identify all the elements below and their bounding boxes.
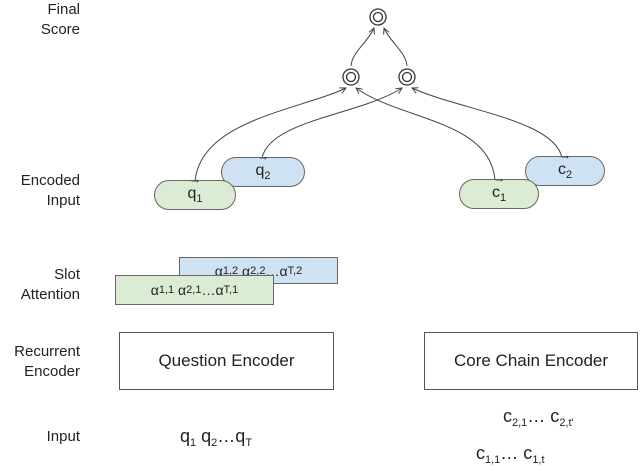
vector-sub: 1	[499, 192, 507, 204]
vector-sub: 2	[264, 170, 271, 182]
seq-sub: 1,t	[532, 454, 545, 466]
label-line: Input	[46, 428, 80, 445]
right-score-node	[398, 68, 416, 86]
vector-q1: q1	[187, 172, 203, 205]
label-line: Attention	[20, 286, 80, 303]
core-chain-input-sequence-2: c2,1… c2,t'	[503, 406, 574, 429]
label-line: Encoded	[20, 172, 80, 189]
vector-base: q	[187, 185, 197, 202]
att-token: α	[178, 282, 187, 298]
seq-sub: 2,1	[512, 417, 528, 429]
att-sub: 1,2	[222, 264, 239, 277]
seq-token: q	[180, 426, 191, 446]
label-line: Score	[40, 21, 80, 38]
seq-token: c	[503, 406, 512, 426]
att-sub: 1,1	[158, 284, 175, 296]
label-encoded-input: Encoded Input	[0, 171, 80, 211]
seq-token: c	[476, 443, 485, 463]
seq-token: …q	[217, 426, 246, 446]
question-input-sequence: q1 q2…qT	[180, 426, 252, 449]
encoded-q2-pill: q2	[221, 149, 305, 187]
edge-c2-to-right-node	[412, 88, 563, 159]
att-sub: T,1	[223, 284, 239, 296]
label-final-score: Final Score	[0, 0, 80, 40]
vector-c1: c1	[491, 171, 507, 204]
edge-left-node-to-final	[350, 28, 374, 67]
question-encoder-box: Question Encoder	[119, 332, 334, 390]
edge-right-node-to-final	[384, 28, 408, 67]
vector-sub: 1	[196, 193, 203, 205]
edge-q1-to-left-node	[194, 88, 346, 183]
label-recurrent-encoder: Recurrent Encoder	[0, 342, 80, 382]
encoded-q1-pill: q1	[154, 172, 236, 210]
seq-token: q	[201, 426, 212, 446]
att-token: …α	[201, 282, 224, 298]
label-input: Input	[0, 427, 80, 447]
label-line: Encoder	[24, 363, 80, 380]
seq-token: … c	[500, 443, 533, 463]
att-sub: T,2	[287, 264, 303, 277]
seq-sub: 1,1	[485, 454, 501, 466]
att-sub: 2,1	[186, 284, 202, 296]
final-score-node	[369, 8, 387, 26]
vector-base: c	[491, 184, 500, 201]
core-chain-encoder-label: Core Chain Encoder	[453, 351, 609, 370]
seq-token: … c	[527, 406, 560, 426]
label-line: Input	[46, 192, 80, 209]
vector-sub: 2	[565, 169, 573, 181]
label-slot-attention: Slot Attention	[0, 265, 80, 305]
att-sub: 2,2	[250, 264, 266, 277]
label-line: Slot	[54, 266, 80, 283]
left-score-node	[342, 68, 360, 86]
att-token: …α	[265, 262, 288, 279]
vector-c2: c2	[557, 148, 573, 181]
att-token: α	[150, 282, 159, 298]
edge-c1-to-left-node	[356, 88, 496, 181]
encoded-c2-pill: c2	[525, 148, 605, 186]
vector-q2: q2	[255, 149, 271, 182]
seq-sub: 1	[190, 437, 197, 449]
seq-sub: T	[245, 437, 253, 449]
seq-sub: 2	[211, 437, 218, 449]
core-chain-encoder-box: Core Chain Encoder	[424, 332, 638, 390]
question-encoder-label: Question Encoder	[158, 351, 295, 370]
vector-base: q	[255, 162, 265, 179]
label-line: Final	[47, 1, 80, 18]
seq-sub: 2,t'	[559, 417, 574, 429]
vector-base: c	[557, 161, 566, 178]
encoded-c1-pill: c1	[459, 171, 539, 209]
core-chain-input-sequence-1: c1,1… c1,t	[476, 443, 545, 466]
edge-q2-to-right-node	[261, 88, 402, 159]
att-token: α	[242, 262, 251, 279]
att-token: α	[214, 262, 223, 279]
label-line: Recurrent	[14, 343, 80, 360]
